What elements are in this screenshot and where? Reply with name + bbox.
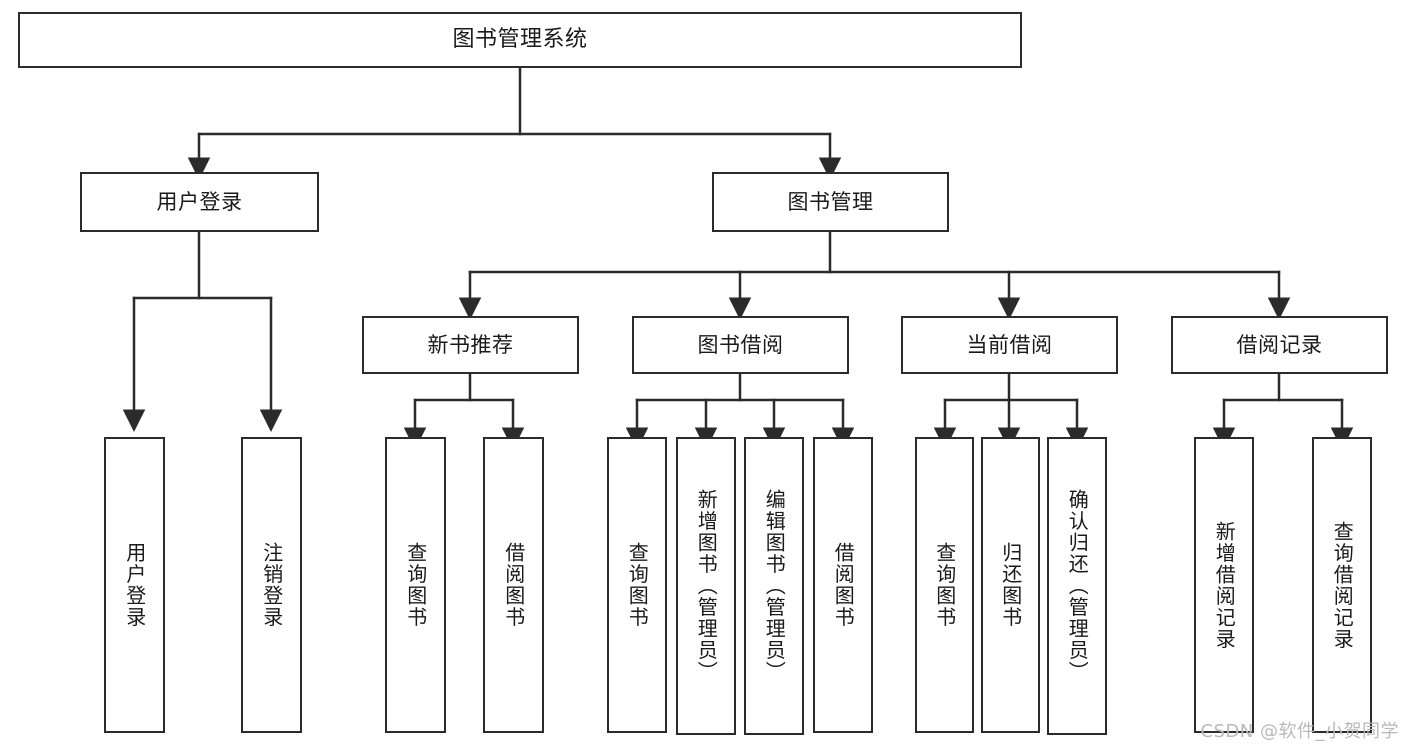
leaf-add-book-admin[interactable]: 新增图书（管理员） [676, 437, 736, 735]
leaf-add-borrow-record[interactable]: 新增借阅记录 [1194, 437, 1254, 733]
node-label: 借阅图书 [831, 542, 856, 628]
leaf-query-book-recommend[interactable]: 查询图书 [385, 437, 446, 733]
node-label: 新增图书（管理员） [694, 489, 719, 683]
node-root-book-management-system[interactable]: 图书管理系统 [18, 12, 1022, 68]
watermark-text: CSDN @软件_小贺同学 [1200, 721, 1399, 742]
node-user-login[interactable]: 用户登录 [80, 172, 319, 232]
node-label: 图书借阅 [697, 332, 784, 357]
node-label: 归还图书 [998, 542, 1023, 628]
node-label: 用户登录 [156, 189, 243, 214]
node-label: 新增借阅记录 [1212, 520, 1237, 650]
node-label: 注销登录 [259, 542, 284, 628]
leaf-logout-login[interactable]: 注销登录 [241, 437, 302, 733]
node-current-borrowing[interactable]: 当前借阅 [901, 316, 1118, 374]
leaf-confirm-return-admin[interactable]: 确认归还（管理员） [1047, 437, 1107, 735]
node-book-management[interactable]: 图书管理 [712, 172, 949, 232]
node-label: 新书推荐 [427, 332, 514, 357]
node-label: 当前借阅 [966, 332, 1053, 357]
leaf-borrow-book-recommend[interactable]: 借阅图书 [483, 437, 544, 733]
leaf-query-borrow-record[interactable]: 查询借阅记录 [1312, 437, 1372, 733]
node-label: 图书管理 [787, 189, 874, 214]
node-borrowing-record[interactable]: 借阅记录 [1171, 316, 1388, 374]
node-label: 借阅记录 [1236, 332, 1323, 357]
node-label: 查询图书 [625, 542, 650, 628]
leaf-user-login[interactable]: 用户登录 [104, 437, 165, 733]
node-label: 用户登录 [122, 542, 147, 628]
leaf-edit-book-admin[interactable]: 编辑图书（管理员） [744, 437, 804, 735]
leaf-query-book-current[interactable]: 查询图书 [915, 437, 974, 733]
node-book-borrowing[interactable]: 图书借阅 [632, 316, 849, 374]
leaf-borrow-book[interactable]: 借阅图书 [813, 437, 873, 733]
node-label: 图书管理系统 [452, 27, 588, 53]
node-label: 查询图书 [932, 542, 957, 628]
leaf-return-book[interactable]: 归还图书 [981, 437, 1040, 733]
node-new-book-recommendation[interactable]: 新书推荐 [362, 316, 579, 374]
node-label: 借阅图书 [501, 542, 526, 628]
node-label: 编辑图书（管理员） [762, 489, 787, 683]
node-label: 查询图书 [403, 542, 428, 628]
leaf-query-book-borrow[interactable]: 查询图书 [607, 437, 667, 733]
node-label: 查询借阅记录 [1330, 520, 1355, 650]
node-label: 确认归还（管理员） [1065, 489, 1090, 683]
